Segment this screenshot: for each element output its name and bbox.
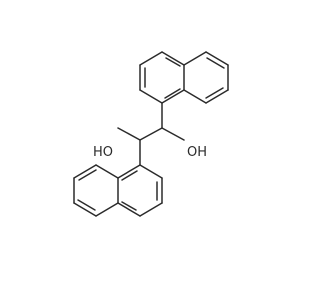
double-bond <box>121 170 138 181</box>
bond <box>117 127 141 141</box>
bond <box>183 89 207 104</box>
bond <box>95 164 119 179</box>
hydroxyl-label-right: OH <box>187 145 207 160</box>
bond <box>161 51 185 66</box>
bond <box>205 89 229 104</box>
bond <box>139 202 163 217</box>
double-bond <box>77 199 96 211</box>
molecule-canvas: OH HO <box>73 51 229 217</box>
double-bond <box>164 88 181 99</box>
bond <box>139 164 163 179</box>
bond <box>139 89 163 104</box>
bond <box>117 202 141 217</box>
bond <box>205 51 229 66</box>
bond <box>161 127 185 141</box>
bond <box>139 127 163 141</box>
diol-chain <box>117 102 185 166</box>
bond <box>117 164 141 179</box>
naphthalene-ring-upper <box>139 51 229 104</box>
hydroxyl-label-left: HO <box>93 145 113 160</box>
double-bond <box>78 169 97 181</box>
double-bond <box>121 201 137 211</box>
double-bond <box>205 87 224 99</box>
bond <box>73 202 97 217</box>
bond <box>139 51 163 66</box>
bond <box>161 89 185 104</box>
double-bond <box>165 57 181 67</box>
bond <box>183 51 207 66</box>
naphthalene-ring-lower <box>73 164 163 217</box>
structure-drawing: OH HO <box>73 51 229 217</box>
bond <box>95 202 119 217</box>
bond <box>73 164 97 179</box>
double-bond <box>206 57 225 69</box>
